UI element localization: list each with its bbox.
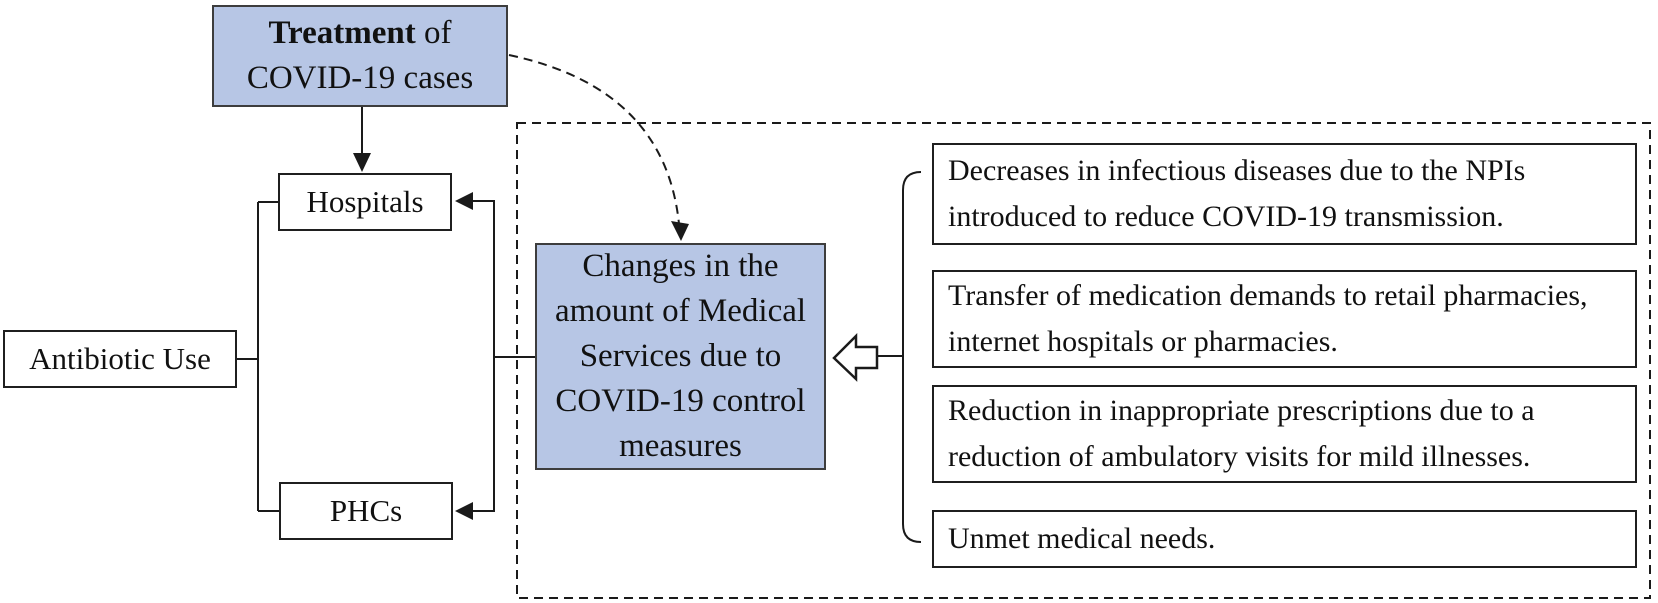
reason-text: Decreases in infectious diseases due to … <box>948 154 1526 233</box>
dashed-curve-arrowhead <box>671 221 689 241</box>
hospitals-box: Hospitals <box>278 173 452 231</box>
reason-text: Transfer of medication demands to retail… <box>948 279 1588 358</box>
treatment-to-hospitals-arrowhead <box>353 153 371 172</box>
reason-box-npi-decrease: Decreases in infectious diseases due to … <box>932 143 1637 245</box>
changes-to-facilities-line <box>470 200 535 512</box>
changes-line: COVID-19 control <box>555 382 806 419</box>
phcs-label: PHCs <box>329 493 403 529</box>
phcs-box: PHCs <box>279 482 453 540</box>
treatment-line1-rest: of <box>415 15 452 52</box>
changes-line: Changes in the <box>582 248 779 285</box>
antibiotic-use-label: Antibiotic Use <box>29 341 211 377</box>
reason-text: Reduction in inappropriate prescriptions… <box>948 394 1535 473</box>
changes-line: amount of Medical <box>554 293 807 330</box>
treatment-to-changes-dashed-curve <box>508 54 680 225</box>
treatment-line2: COVID-19 cases <box>246 60 474 96</box>
hospitals-label: Hospitals <box>306 184 424 220</box>
changes-in-medical-services-box: Changes in the amount of Medical Service… <box>535 243 826 470</box>
reason-text: Unmet medical needs. <box>948 522 1216 556</box>
arrowhead-into-phcs <box>455 502 473 520</box>
antibiotic-bracket <box>237 201 279 512</box>
dashed-boundary-box <box>516 122 1651 599</box>
arrowhead-into-hospitals <box>455 192 473 210</box>
reason-box-demand-transfer: Transfer of medication demands to retail… <box>932 270 1637 368</box>
hollow-left-arrow <box>832 332 879 382</box>
changes-line: measures <box>619 427 742 464</box>
treatment-line1: Treatment of <box>269 11 452 56</box>
reason-box-prescription-reduction: Reduction in inappropriate prescriptions… <box>932 385 1637 483</box>
reason-box-unmet-needs: Unmet medical needs. <box>932 510 1637 568</box>
treatment-box: Treatment of COVID-19 cases <box>212 5 508 107</box>
treatment-bold-text: Treatment <box>268 15 416 52</box>
reasons-bracket <box>878 171 922 543</box>
changes-line: Services due to <box>579 338 782 375</box>
antibiotic-use-box: Antibiotic Use <box>3 330 237 388</box>
